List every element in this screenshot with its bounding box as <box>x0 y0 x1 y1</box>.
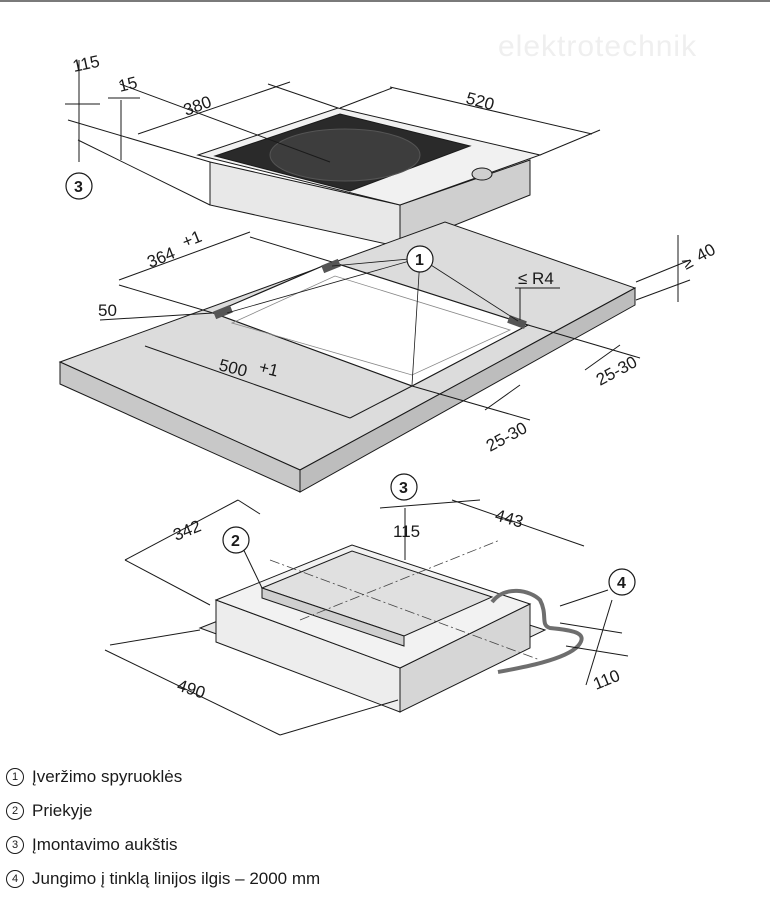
installation-diagram: 115 15 380 520 364 +1 ≤ R4 ≥ 40 50 500 +… <box>58 52 719 736</box>
dim-50: 50 <box>98 301 117 320</box>
dim-364-tolerance: +1 <box>179 227 204 252</box>
countertop <box>58 221 637 493</box>
legend-item-4: 4 Jungimo į tinklą linijos ilgis – 2000 … <box>6 862 506 896</box>
dim-500-tolerance: +1 <box>257 357 280 380</box>
callout-3-bottom: 3 <box>399 480 408 497</box>
legend-number-1: 1 <box>6 768 24 786</box>
dim-40: 40 <box>693 240 719 266</box>
countertop-side <box>299 287 636 493</box>
callout-3-bottom-circle <box>390 473 418 501</box>
dim-25-30-right: 25-30 <box>593 352 640 389</box>
legend-text-4: Jungimo į tinklą linijos ilgis – 2000 mm <box>32 869 321 888</box>
dim-15: 15 <box>116 73 139 96</box>
callout-1-circle <box>406 245 434 273</box>
dim-490: 490 <box>175 676 208 703</box>
power-cable <box>490 588 584 674</box>
legend-number-2: 2 <box>6 802 24 820</box>
dim-520: 520 <box>464 89 496 115</box>
hob-top-view <box>196 107 542 248</box>
legend-text-1: Įveržimo spyruoklės <box>32 767 183 786</box>
legend-item-3: 3 Įmontavimo aukštis <box>6 828 506 862</box>
dim-364: 364 <box>144 243 177 271</box>
callout-1: 1 <box>415 252 424 269</box>
callouts: 3 1 3 2 4 <box>65 172 636 596</box>
dim-25-30-front: 25-30 <box>483 418 530 455</box>
top-frame-line <box>0 0 770 2</box>
legend-item-2: 2 Priekyje <box>6 794 506 828</box>
callout-1-leaders <box>226 257 519 386</box>
hob-installed-view <box>198 544 584 713</box>
callout-3-top-circle <box>65 172 93 200</box>
dim-110: 110 <box>590 666 622 694</box>
callout-2-circle <box>222 526 250 554</box>
callout-4-circle <box>608 568 636 596</box>
legend: 1 Įveržimo spyruoklės 2 Priekyje 3 Įmont… <box>6 760 506 896</box>
dimension-lines-bottom <box>104 499 629 736</box>
dim-115-top: 115 <box>71 52 101 76</box>
hob-cooking-zone <box>269 128 421 182</box>
dim-40-prefix: ≥ <box>679 252 696 273</box>
hob-knob-icon <box>471 167 493 181</box>
dim-115-bottom: 115 <box>393 522 420 541</box>
dimension-labels: 115 15 380 520 364 +1 ≤ R4 ≥ 40 50 500 +… <box>71 52 719 703</box>
callout-3-top: 3 <box>74 179 83 196</box>
callout-4: 4 <box>617 575 626 592</box>
watermark: elektrotechnik <box>498 30 698 63</box>
legend-number-4: 4 <box>6 870 24 888</box>
callout-2: 2 <box>231 533 240 550</box>
dim-380: 380 <box>181 92 214 120</box>
installed-box-front <box>261 587 405 647</box>
clamp-spring-left <box>213 304 233 320</box>
clamp-spring-right <box>507 315 527 329</box>
clamp-spring-back <box>321 258 341 274</box>
dim-443: 443 <box>493 506 526 532</box>
dimension-lines-top <box>65 60 691 421</box>
dim-r4: ≤ R4 <box>518 269 554 288</box>
legend-text-2: Priekyje <box>32 801 93 820</box>
legend-number-3: 3 <box>6 836 24 854</box>
legend-text-3: Įmontavimo aukštis <box>32 835 178 854</box>
legend-item-1: 1 Įveržimo spyruoklės <box>6 760 506 794</box>
